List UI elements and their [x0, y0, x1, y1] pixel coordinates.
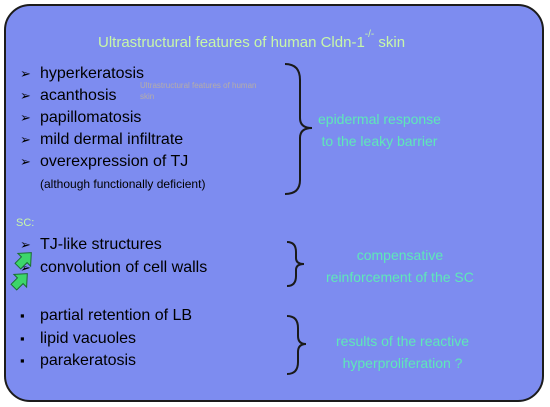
- list-item: ➢convolution of cell walls: [20, 259, 208, 276]
- brace-group1: [284, 63, 313, 195]
- green-arrow-icon: [14, 252, 32, 270]
- green-arrow-icon: [10, 273, 28, 291]
- list-item: ➢hyperkeratosis: [20, 65, 145, 82]
- arrowhead-bullet-icon: ➢: [20, 260, 31, 275]
- arrowhead-bullet-icon: ➢: [20, 66, 31, 81]
- list-item: ➢overexpression of TJ: [20, 153, 189, 170]
- ghost-text: skin: [140, 92, 155, 101]
- arrowhead-bullet-icon: ➢: [20, 237, 31, 252]
- brace-group3: [286, 315, 307, 375]
- list-item: ➢acanthosis: [20, 87, 117, 104]
- arrowhead-bullet-icon: ➢: [20, 132, 31, 147]
- list-item: ➢mild dermal infiltrate: [20, 131, 184, 148]
- square-bullet-icon: ▪: [20, 308, 25, 323]
- list-item: ▪parakeratosis: [20, 352, 137, 369]
- ghost-text: Ultrastructural features of human: [140, 81, 257, 90]
- slide-title: Ultrastructural features of human Cldn-1…: [98, 29, 406, 51]
- list-item: ➢TJ-like structures: [20, 236, 162, 253]
- arrowhead-bullet-icon: ➢: [20, 110, 31, 125]
- brace-group2: [286, 241, 305, 287]
- arrowhead-bullet-icon: ➢: [20, 154, 31, 169]
- list-item: ▪lipid vacuoles: [20, 330, 137, 347]
- arrowhead-bullet-icon: ➢: [20, 88, 31, 103]
- square-bullet-icon: ▪: [20, 353, 25, 368]
- list-item: ▪partial retention of LB: [20, 307, 193, 324]
- square-bullet-icon: ▪: [20, 331, 25, 346]
- slide-panel: [4, 4, 544, 402]
- list-item: ➢papillomatosis: [20, 109, 142, 126]
- list-note: (although functionally deficient): [40, 177, 206, 191]
- sc-label: SC:: [16, 217, 35, 229]
